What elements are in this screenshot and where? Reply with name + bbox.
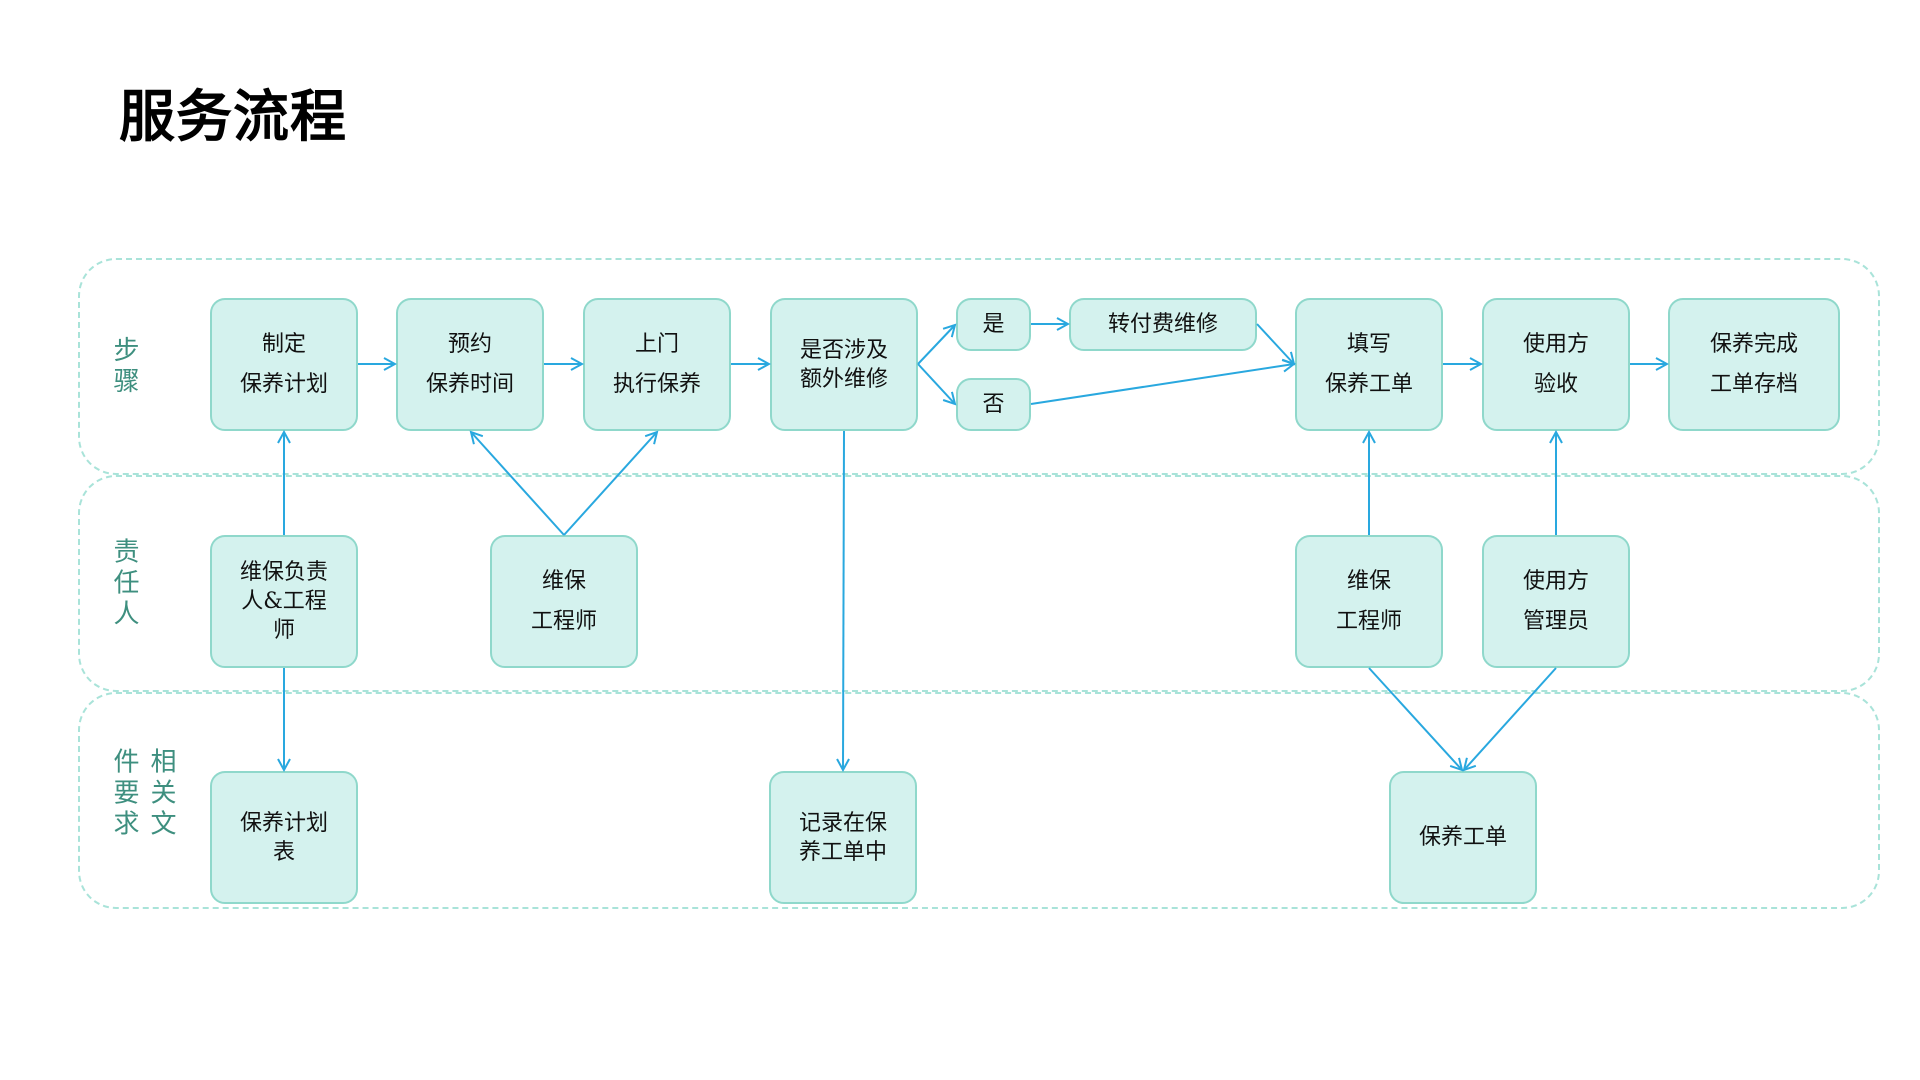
responsible-label-line: 人&工程: [241, 589, 327, 614]
responsible-user-admin: 使用方 管理员: [1482, 535, 1630, 668]
lane-label-responsible: 责任人: [109, 537, 139, 630]
responsible-label-line: 工程师: [1335, 608, 1402, 634]
document-label-line: 记录在保: [798, 810, 887, 836]
step-label-line: 保养工单: [1324, 371, 1413, 397]
step-make-plan: 制定 保养计划: [210, 298, 358, 431]
responsible-label-line: 使用方: [1522, 568, 1589, 594]
paid-repair-label: 转付费维修: [1107, 311, 1218, 337]
page-title: 服务流程: [119, 85, 347, 150]
step-label-line: 上门: [634, 331, 679, 357]
responsible-label-line: 师: [272, 618, 295, 643]
responsible-label-line: 工程师: [530, 608, 597, 634]
step-label-line: 保养计划: [239, 371, 328, 397]
step-label-line: 填写: [1346, 331, 1391, 357]
step-archive: 保养完成 工单存档: [1668, 298, 1840, 431]
lane-steps: 步骤: [78, 258, 1880, 475]
step-label-line: 预约: [447, 331, 492, 357]
step-schedule: 预约 保养时间: [396, 298, 544, 431]
step-label-line: 保养完成: [1709, 331, 1798, 357]
step-paid-repair: 转付费维修: [1069, 298, 1257, 351]
branch-no-label: 否: [982, 391, 1005, 417]
step-extra-repair-decision: 是否涉及 额外维修: [770, 298, 918, 431]
step-label-line: 额外维修: [799, 366, 888, 392]
step-label-line: 工单存档: [1709, 371, 1798, 397]
step-label-line: 保养时间: [425, 371, 514, 397]
lane-responsible: 责任人: [78, 475, 1880, 692]
responsible-lead-engineer: 维保负责 人&工程 师: [210, 535, 358, 668]
lane-label-steps: 步骤: [109, 335, 139, 398]
step-label-line: 验收: [1533, 371, 1578, 397]
branch-no: 否: [956, 378, 1031, 431]
responsible-label-line: 管理员: [1522, 608, 1589, 634]
lane-label-documents: 相关文件要求: [109, 747, 176, 841]
step-label-line: 是否涉及: [799, 337, 888, 363]
step-label-line: 使用方: [1522, 331, 1589, 357]
responsible-label-line: 维保: [541, 568, 586, 594]
step-onsite-maintenance: 上门 执行保养: [583, 298, 731, 431]
document-label-line: 表: [272, 839, 295, 865]
responsible-label-line: 维保负责: [239, 560, 328, 585]
responsible-engineer: 维保 工程师: [490, 535, 638, 668]
lane-documents: 相关文件要求: [78, 692, 1880, 909]
step-label-line: 执行保养: [612, 371, 701, 397]
responsible-label-line: 维保: [1346, 568, 1391, 594]
document-work-order: 保养工单: [1389, 771, 1537, 904]
branch-yes: 是: [956, 298, 1031, 351]
step-user-acceptance: 使用方 验收: [1482, 298, 1630, 431]
responsible-engineer-2: 维保 工程师: [1295, 535, 1443, 668]
document-label-line: 养工单中: [798, 839, 887, 865]
document-record-in-work-order: 记录在保 养工单中: [769, 771, 917, 904]
document-label-line: 保养工单: [1418, 824, 1507, 850]
document-maintenance-plan: 保养计划 表: [210, 771, 358, 904]
step-fill-work-order: 填写 保养工单: [1295, 298, 1443, 431]
document-label-line: 保养计划: [239, 810, 328, 836]
step-label-line: 制定: [261, 331, 306, 357]
branch-yes-label: 是: [982, 311, 1005, 337]
